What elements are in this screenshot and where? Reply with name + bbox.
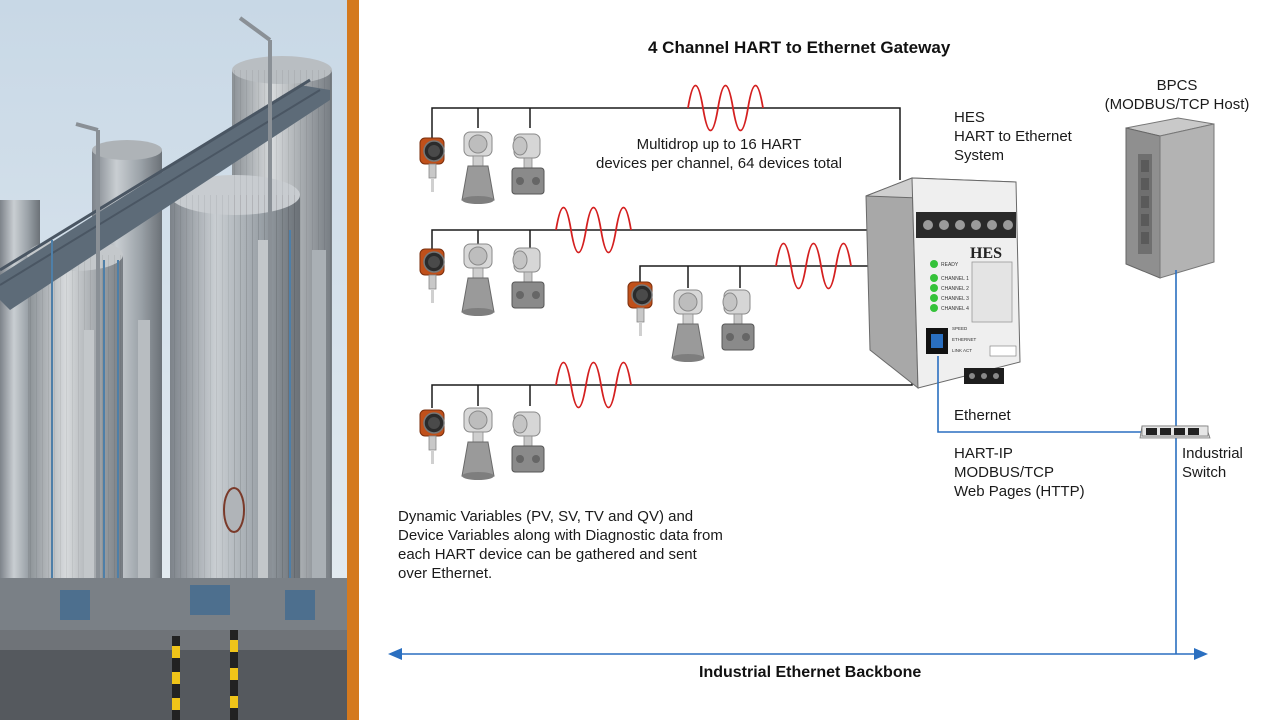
led-label: CHANNEL 4 <box>941 306 969 312</box>
backbone-arrow-right <box>1194 648 1208 660</box>
pressure-transmitter-icon <box>511 411 545 473</box>
led-label: CHANNEL 1 <box>941 276 969 282</box>
port-label: LINK ACT <box>952 348 972 353</box>
led-label: CHANNEL 3 <box>941 296 969 302</box>
hart-signal-1 <box>687 84 764 132</box>
protocols-label: HART-IP MODBUS/TCP Web Pages (HTTP) <box>954 445 1085 500</box>
level-transmitter-icon <box>671 289 705 363</box>
pressure-transmitter-icon <box>511 133 545 195</box>
device-group-3 <box>627 281 755 363</box>
bpcs-server-icon <box>1125 117 1215 279</box>
level-transmitter-icon <box>461 407 495 481</box>
status-leds <box>930 260 938 312</box>
backbone-label: Industrial Ethernet Backbone <box>699 664 922 681</box>
channel-1-wire <box>431 107 901 180</box>
industrial-silos-photo <box>0 0 347 720</box>
device-group-1 <box>419 131 545 205</box>
radar-transmitter-icon <box>627 281 653 337</box>
backbone-arrow-left <box>388 648 402 660</box>
led-label: READY <box>941 262 959 268</box>
device-group-4 <box>419 407 545 481</box>
port-label: SPEED <box>952 326 968 331</box>
ethernet-cable <box>937 356 1142 433</box>
dynamic-variables-note: Dynamic Variables (PV, SV, TV and QV) an… <box>398 508 723 582</box>
hart-signal-4 <box>555 361 632 409</box>
radar-transmitter-icon <box>419 248 445 304</box>
hart-signal-2 <box>555 206 632 254</box>
hes-module: HES READY CHANNEL 1 CHANNEL 2 CHANNEL 3 … <box>865 177 1021 390</box>
device-group-2 <box>419 243 545 317</box>
level-transmitter-icon <box>461 131 495 205</box>
diagram-title: 4 Channel HART to Ethernet Gateway <box>648 38 951 57</box>
pressure-transmitter-icon <box>721 289 755 351</box>
level-transmitter-icon <box>461 243 495 317</box>
hart-signal-3 <box>775 242 852 290</box>
channel-3-wire <box>639 265 868 282</box>
port-label: ETHERNET <box>952 337 977 342</box>
pressure-transmitter-icon <box>511 247 545 309</box>
radar-transmitter-icon <box>419 137 445 193</box>
orange-divider-bar <box>347 0 359 720</box>
industrial-switch-icon <box>1139 425 1211 439</box>
bpcs-label: BPCS (MODBUS/TCP Host) <box>1104 77 1250 113</box>
ethernet-label: Ethernet <box>954 407 1011 424</box>
industrial-switch-label: Industrial Switch <box>1182 445 1243 481</box>
led-label: CHANNEL 2 <box>941 286 969 292</box>
channel-2-wire <box>431 229 868 252</box>
hes-brand-text: HES <box>970 245 1002 262</box>
hes-label: HES HART to Ethernet System <box>954 109 1072 164</box>
channel-4-wire <box>431 372 913 408</box>
multidrop-label: Multidrop up to 16 HART devices per chan… <box>596 136 842 172</box>
radar-transmitter-icon <box>419 409 445 465</box>
